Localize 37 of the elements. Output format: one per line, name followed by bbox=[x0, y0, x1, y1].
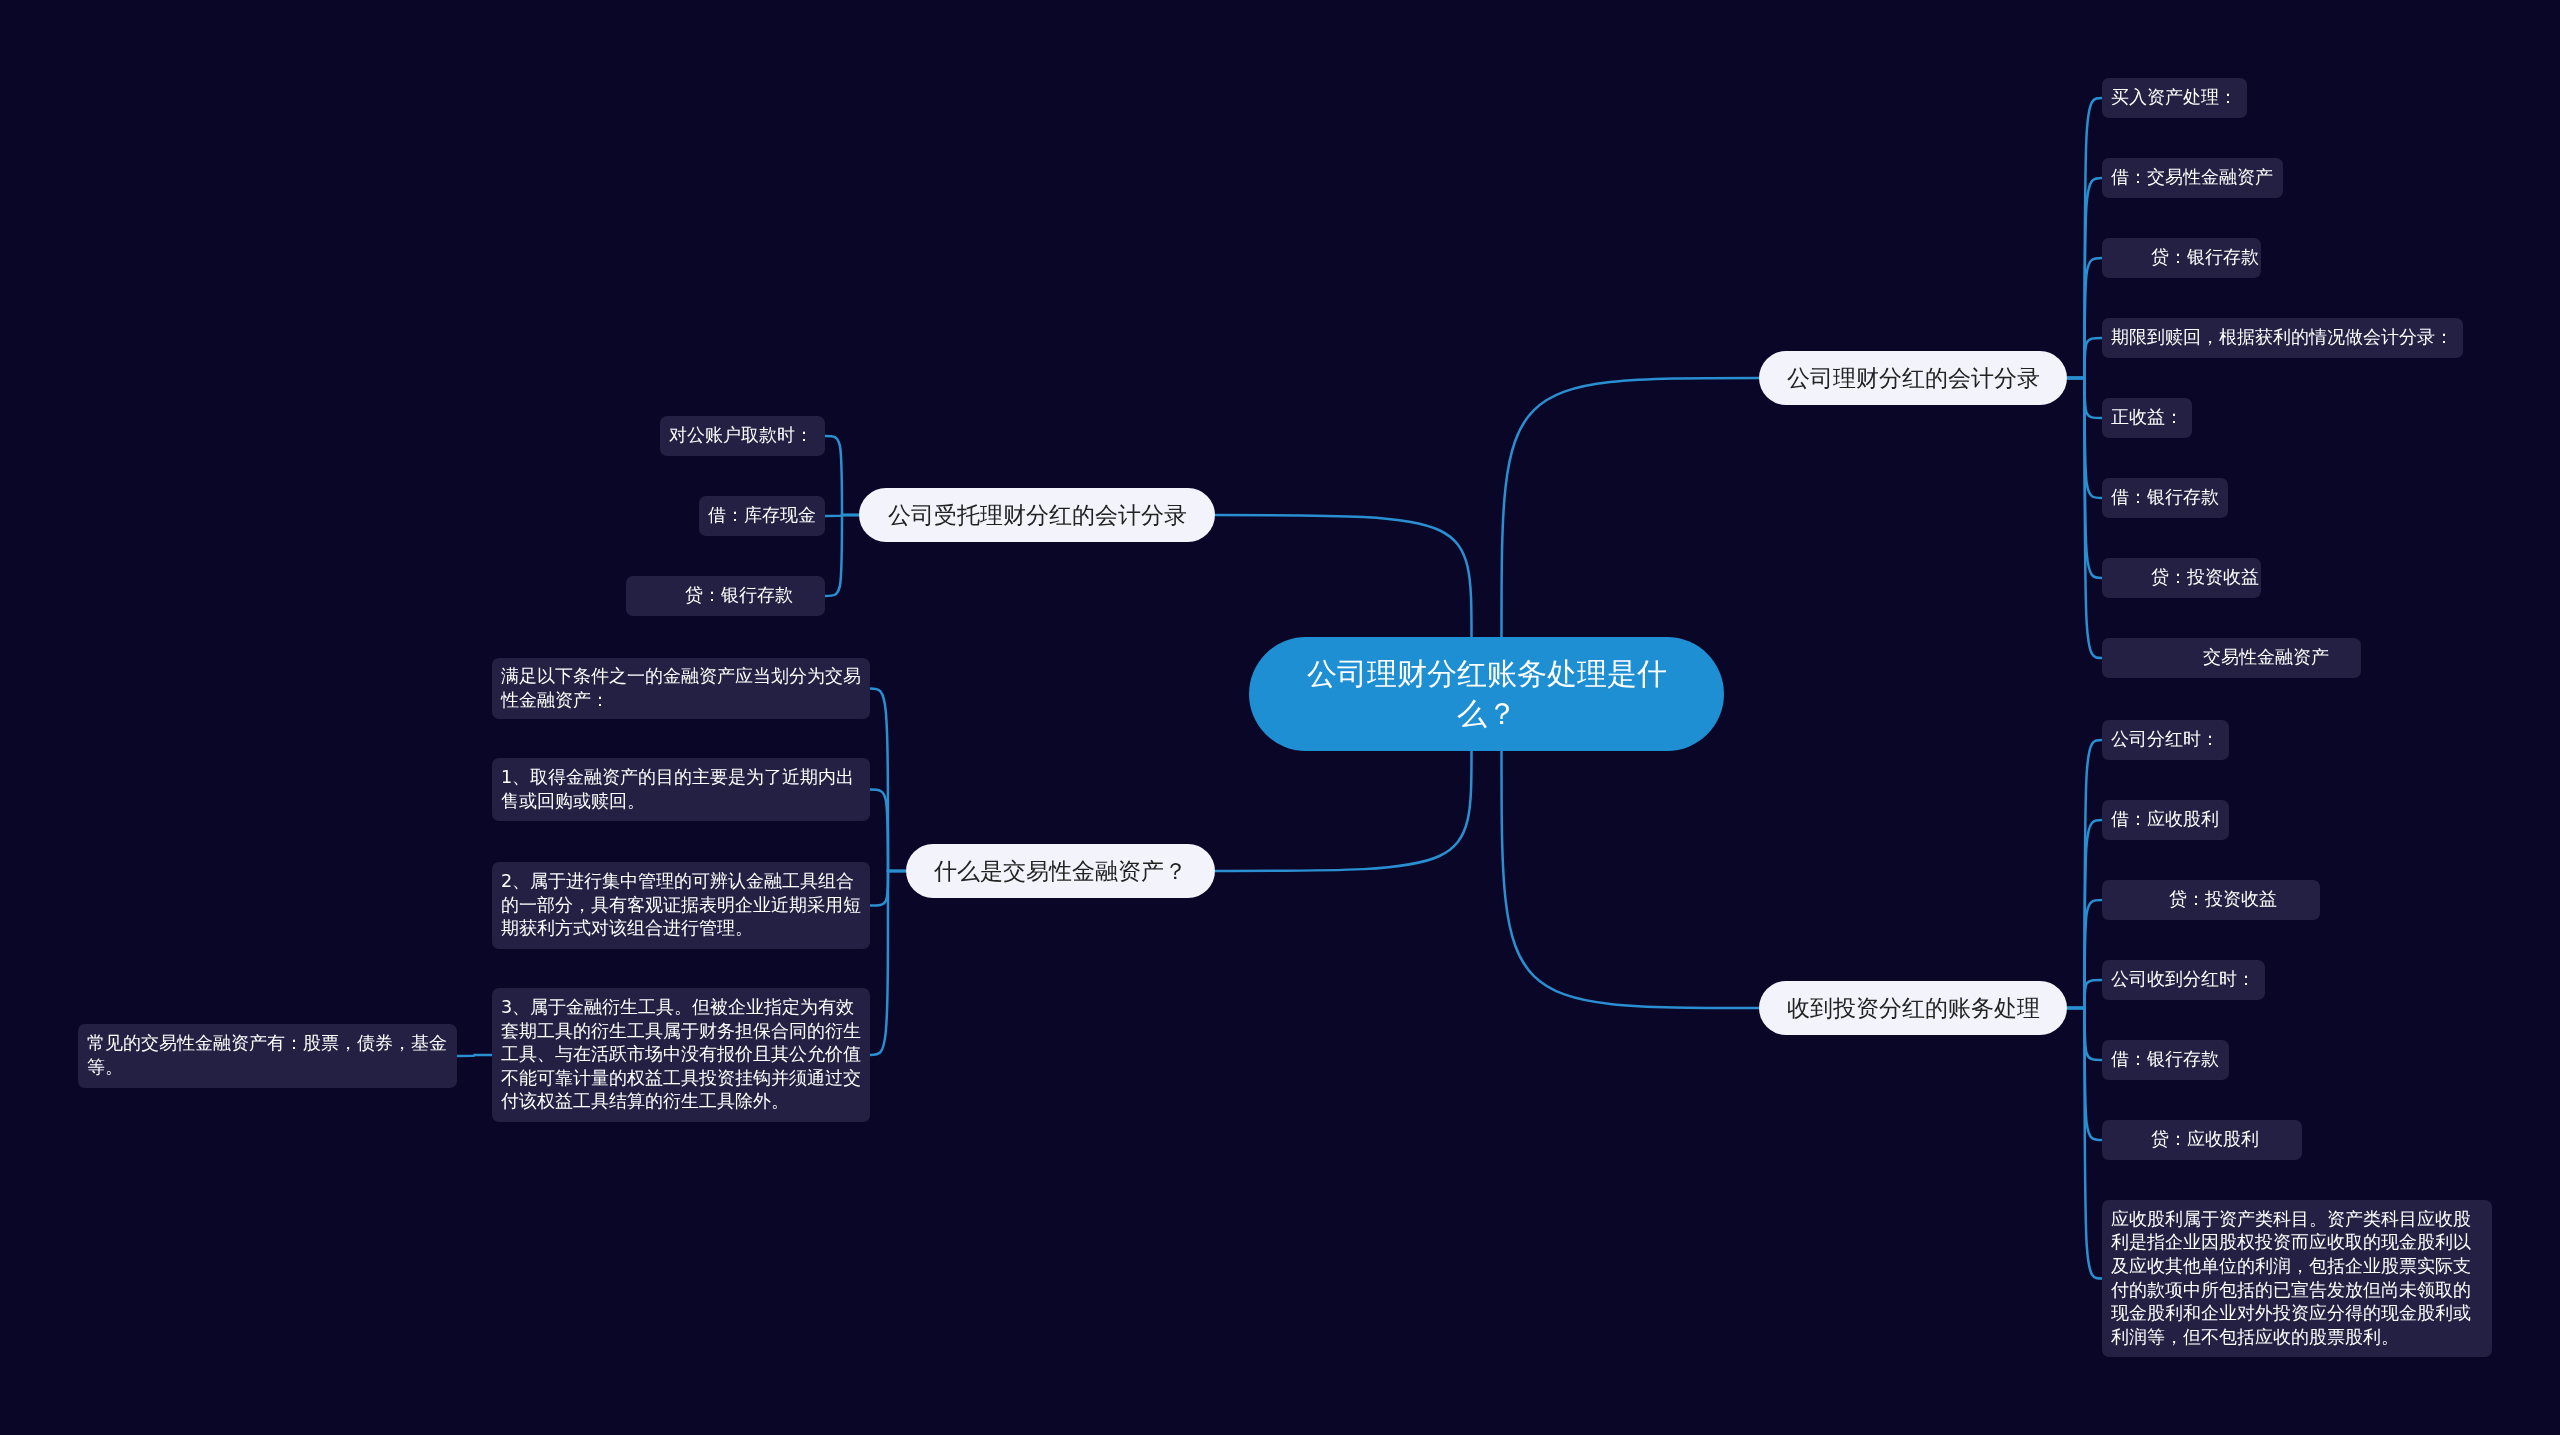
topic-pill: 公司理财分红的会计分录 bbox=[1759, 351, 2067, 405]
note-box: 公司收到分红时： bbox=[2102, 960, 2265, 1000]
connector bbox=[2067, 1006, 2103, 1280]
connector bbox=[825, 513, 859, 598]
note-box: 对公账户取款时： bbox=[660, 416, 825, 456]
note-box: 应收股利属于资产类科目。资产类科目应收股利是指企业因股权投资而应收取的现金股利以及应收其他单位的利润，包括企业股票实际支付的款项中所包括的已宣告发放但尚未领取的现金股利和企业对外投资应分得的现金股利或利润等，但不包括应收的股票股利。 bbox=[2102, 1200, 2492, 1357]
topic-pill: 公司受托理财分红的会计分录 bbox=[859, 488, 1215, 542]
topic-pill: 什么是交易性金融资产？ bbox=[906, 844, 1215, 898]
connector bbox=[2067, 376, 2103, 660]
note-box: 贷：投资收益 bbox=[2102, 558, 2261, 598]
note-box: 借：应收股利 bbox=[2102, 800, 2229, 840]
connector bbox=[1215, 751, 1473, 873]
note-box: 交易性金融资产 bbox=[2102, 638, 2361, 678]
note-box: 1、取得金融资产的目的主要是为了近期内出售或回购或赎回。 bbox=[492, 758, 870, 821]
note-box: 借：银行存款 bbox=[2102, 478, 2228, 518]
note-box: 借：银行存款 bbox=[2102, 1040, 2229, 1080]
note-box: 借：库存现金 bbox=[699, 496, 825, 536]
note-box: 常见的交易性金融资产有：股票，债券，基金等。 bbox=[78, 1024, 457, 1088]
note-box: 贷：投资收益 bbox=[2102, 880, 2320, 920]
central-topic: 公司理财分红账务处理是什么？ bbox=[1249, 637, 1724, 751]
connector bbox=[1215, 513, 1473, 637]
note-box: 贷：银行存款 bbox=[2102, 238, 2261, 278]
note-box: 正收益： bbox=[2102, 398, 2192, 438]
note-box: 贷：银行存款 bbox=[626, 576, 825, 616]
note-box: 买入资产处理： bbox=[2102, 78, 2247, 118]
topic-pill: 收到投资分红的账务处理 bbox=[1759, 981, 2067, 1035]
connector bbox=[457, 1053, 492, 1058]
note-box: 满足以下条件之一的金融资产应当划分为交易性金融资产： bbox=[492, 658, 870, 719]
note-box: 2、属于进行集中管理的可辨认金融工具组合的一部分，具有客观证据表明企业近期采用短期获利方式对该组合进行管理。 bbox=[492, 862, 870, 949]
note-box: 3、属于金融衍生工具。但被企业指定为有效套期工具的衍生工具属于财务担保合同的衍生工具、与在活跃市场中没有报价且其公允价值不能可靠计量的权益工具投资挂钩并须通过交付该权益工具结算的衍生工具除外。 bbox=[492, 988, 870, 1122]
connector bbox=[1500, 376, 1759, 637]
note-box: 贷：应收股利 bbox=[2102, 1120, 2302, 1160]
note-box: 公司分红时： bbox=[2102, 720, 2229, 760]
note-box: 借：交易性金融资产 bbox=[2102, 158, 2283, 198]
connector bbox=[1500, 751, 1759, 1010]
connector bbox=[869, 869, 906, 1057]
note-box: 期限到赎回，根据获利的情况做会计分录： bbox=[2102, 318, 2463, 358]
